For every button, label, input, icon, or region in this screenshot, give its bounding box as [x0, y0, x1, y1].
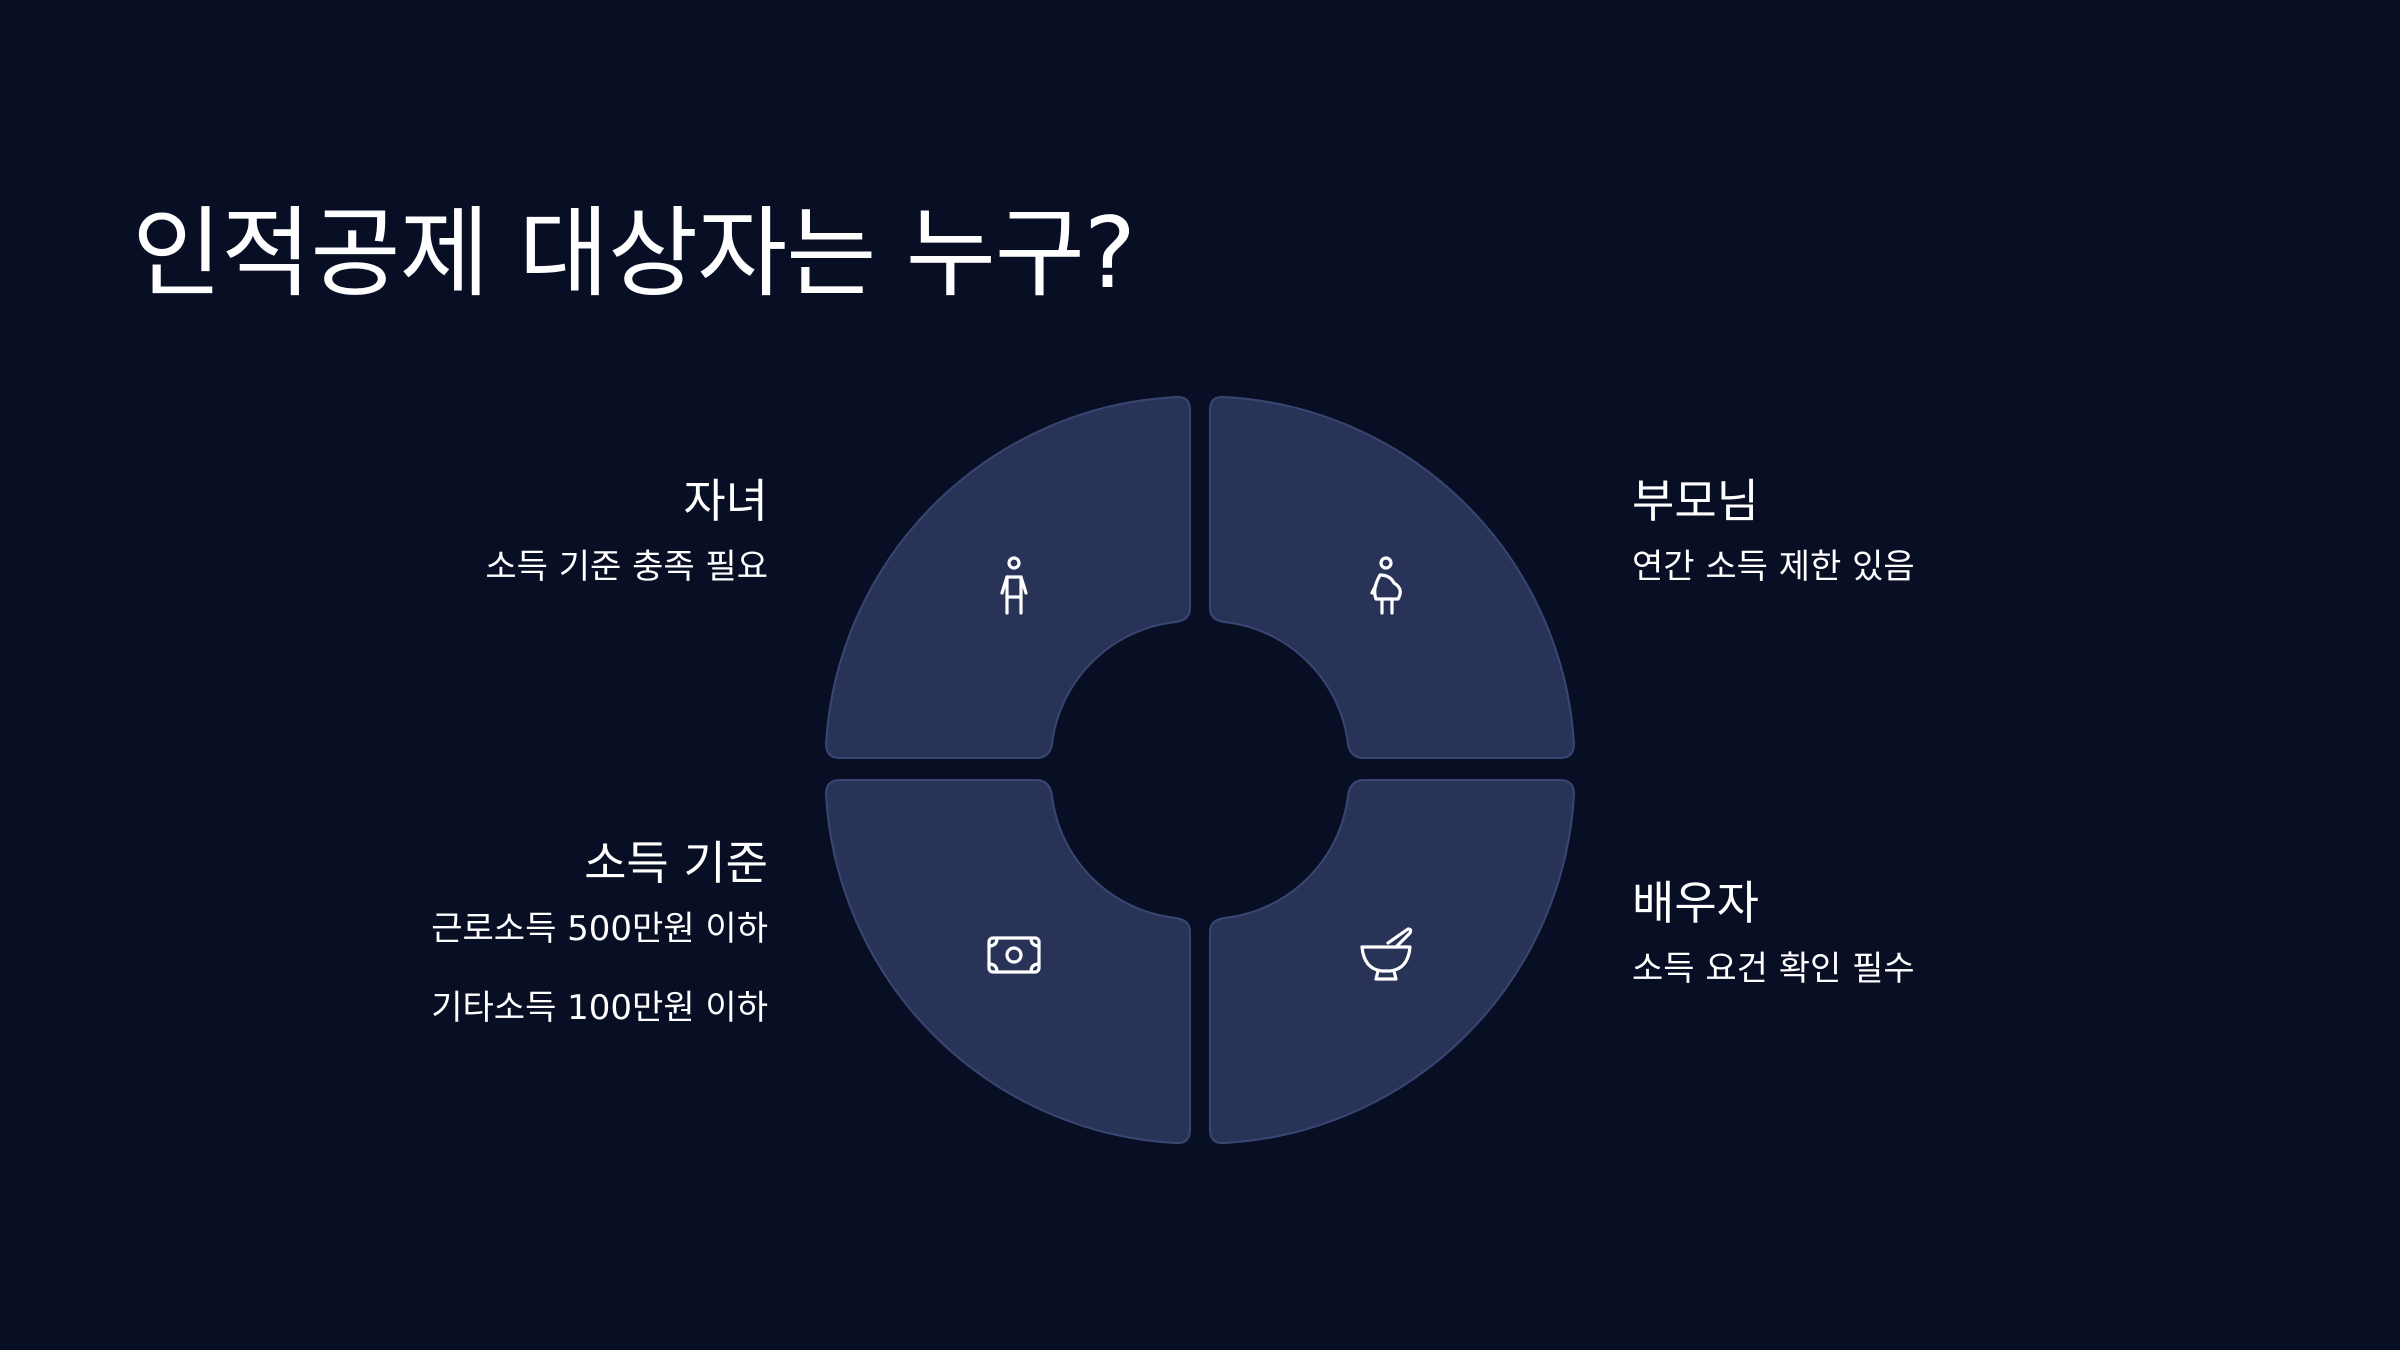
parents-heading: 부모님	[1632, 474, 1759, 528]
label-children: 자녀 소득 기준 충족 필요	[485, 474, 768, 588]
banknote-icon	[987, 936, 1041, 974]
segment-spouse	[1209, 779, 1576, 1145]
page-title: 인적공제 대상자는 누구?	[132, 197, 1136, 311]
elderly-person-icon	[1370, 556, 1402, 615]
income-desc-2: 기타소득 100만원 이하	[431, 987, 768, 1028]
children-heading: 자녀	[683, 474, 768, 528]
parents-desc: 연간 소득 제한 있음	[1632, 547, 1915, 588]
segment-parents	[1209, 395, 1576, 759]
label-spouse: 배우자 소득 요건 확인 필수	[1632, 876, 1915, 990]
spouse-desc: 소득 요건 확인 필수	[1632, 949, 1915, 990]
income-heading: 소득 기준	[584, 836, 768, 890]
income-desc-1: 근로소득 500만원 이하	[431, 909, 768, 950]
child-icon	[1000, 556, 1028, 615]
children-desc: 소득 기준 충족 필요	[485, 547, 768, 588]
bowl-icon	[1360, 927, 1413, 981]
spouse-heading: 배우자	[1632, 876, 1759, 930]
label-income: 소득 기준 근로소득 500만원 이하 기타소득 100만원 이하	[431, 836, 768, 1029]
label-parents: 부모님 연간 소득 제한 있음	[1632, 474, 1915, 588]
segment-income	[824, 779, 1191, 1145]
